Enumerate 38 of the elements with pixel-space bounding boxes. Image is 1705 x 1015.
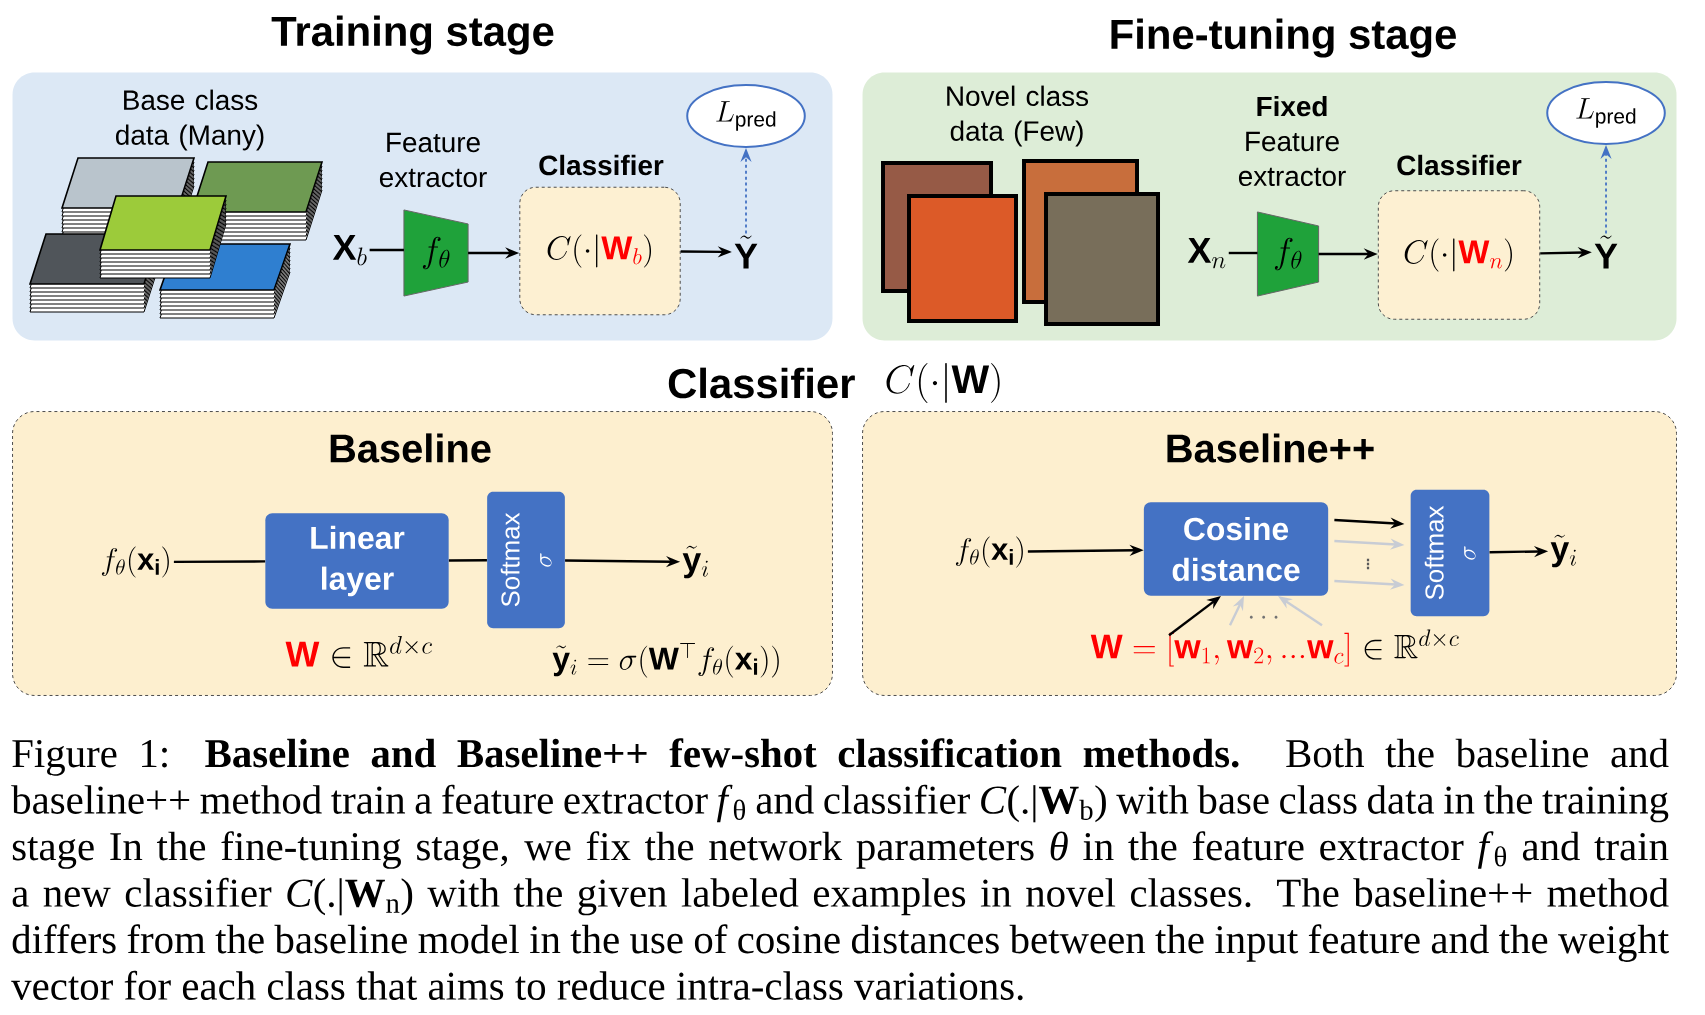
formula: $C(\cdot|\mathbf{W})$: [886, 363, 1000, 403]
formula: $\tilde{\mathbf{y}}_i=\sigma(\mathbf{W}^\top f_\theta(\mathbf{x}_\mathbf{i}))$: [552, 643, 779, 678]
text-label: Base class data (Many): [116, 89, 264, 151]
box-heading: Classifier: [1397, 154, 1522, 176]
panel-heading: Training stage: [271, 15, 554, 55]
connector-line: [448, 559, 487, 562]
ellipsis-mark: $\vdots$: [1366, 558, 1370, 570]
formula: $\mathbf{X}_b$: [332, 235, 367, 266]
formula: $\tilde{\mathbf{y}}_i$: [1550, 534, 1576, 568]
formula: $\tilde{\mathbf{y}}_i$: [682, 545, 708, 579]
formula: $\tilde{\mathbf{Y}}$: [1594, 235, 1618, 269]
ellipsis-mark: $\cdots$: [1249, 615, 1278, 619]
softmax-box: Softmax $\sigma$: [487, 491, 565, 629]
formula: $\textcolor{red}{\mathbf{W}}\in\mathbb{R}^{d\times c}$: [285, 636, 432, 668]
panel-heading: Baseline: [330, 433, 491, 463]
formula: $f_\theta(\mathbf{x}_\mathbf{i})$: [101, 546, 169, 578]
panel-heading: Baseline++: [1167, 433, 1374, 463]
softmax-box: Softmax $\sigma$: [1410, 489, 1490, 617]
layer-box: Cosine distance: [1143, 502, 1329, 596]
classifier-box: $C(\cdot|\textcolor{red}{\mathbf{W}_b})$: [519, 186, 681, 316]
text-label: Fixed Feature extractor: [1238, 95, 1346, 187]
formula: $\mathbf{X}_n$: [1187, 238, 1226, 269]
layer-box: Linear layer: [265, 513, 449, 609]
formula: $\textcolor{red}{\mathbf{W}=[\mathbf{w}_1,\mathbf{w}_2,...\mathbf{w}_c]}\in\mathbb{R}^{d\times c}$: [1090, 629, 1459, 667]
trapezoid-block: $f_\theta$: [403, 209, 469, 297]
connector-line: [1228, 251, 1258, 255]
box-heading: Classifier: [539, 154, 664, 176]
text-label: Novel class data (Few): [947, 85, 1089, 147]
text-label: Feature extractor: [379, 132, 487, 188]
connector-line: [369, 248, 404, 252]
panel-heading: Fine-tuning stage: [1111, 18, 1456, 58]
section-heading: Classifier: [668, 367, 855, 399]
connector-line: [173, 560, 266, 564]
formula: $f_\theta(\mathbf{x}_\mathbf{i})$: [955, 536, 1023, 568]
formula: $\tilde{\mathbf{Y}}$: [734, 235, 758, 269]
figure-caption: Figure 1: Baseline and Baseline++ few-shot classification methods. Both the baseline and baseline++ method train a feature extractor f$_{θ}$ and classifier C(.|W$_{b}$) with base class data in the training stage In the fine-tuning stage, we fix the network parameters θ in the feature extractor f$_{θ}$ and train a new classifier C(.|W$_{n}$) with the given labeled examples in novel classes. The baseline++ method differs from the baseline model in the use of cosine distances between the input feature and the weight vector for each class that aims to reduce intra-class variations.: [11, 738, 1669, 1001]
classifier-box: $C(\cdot|\textcolor{red}{\mathbf{W}_n})$: [1377, 190, 1541, 320]
trapezoid-block: $f_\theta$: [1256, 211, 1320, 297]
